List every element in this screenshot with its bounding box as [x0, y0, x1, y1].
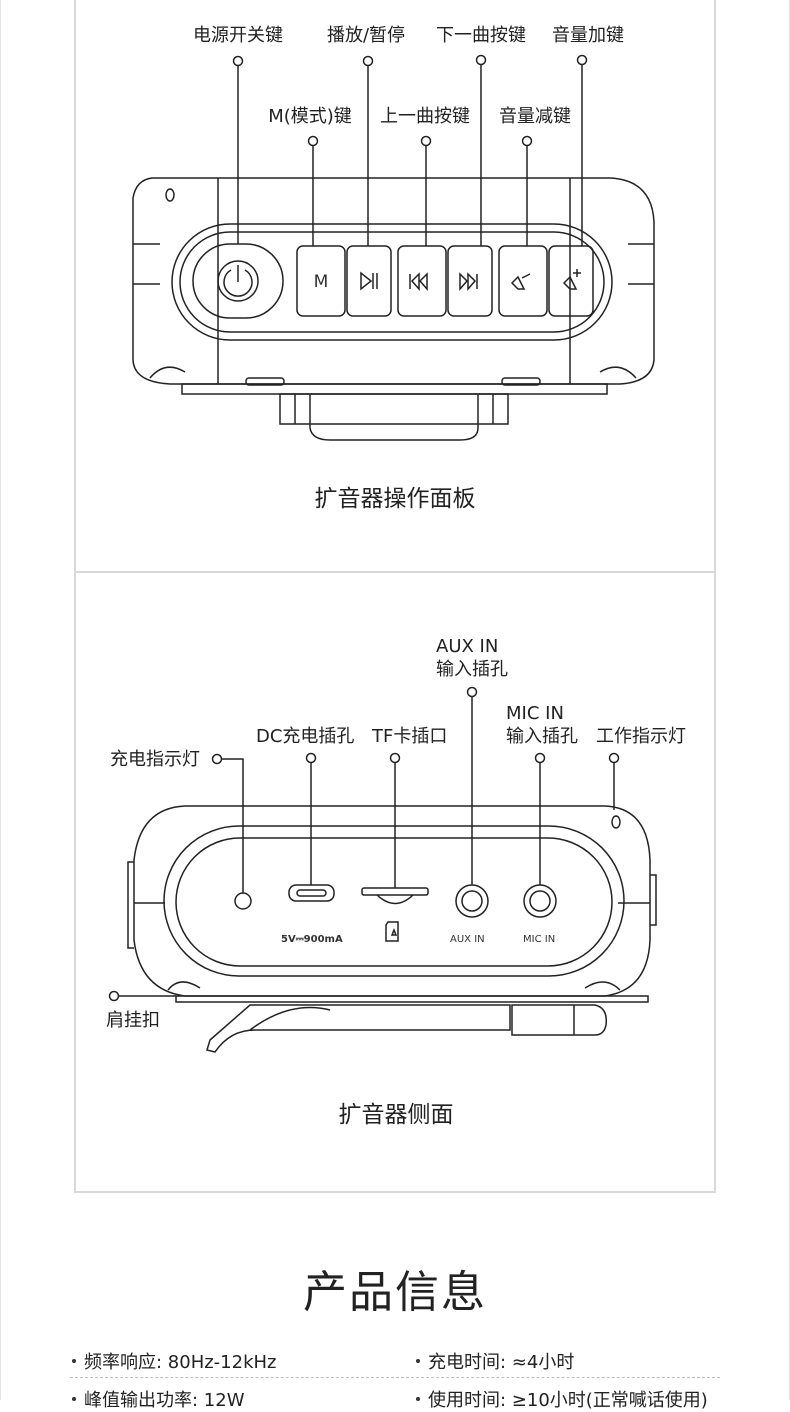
spec-text: 使用时间: ≥10小时(正常喊话使用) — [428, 1390, 708, 1411]
spec-peak-power: 峰值输出功率: 12W — [72, 1386, 245, 1412]
label-mic-in-jack: 输入插孔 — [506, 726, 578, 747]
label-mode-key: M(模式)键 — [268, 106, 352, 127]
bullet-dot — [416, 1397, 420, 1401]
spec-text: 充电时间: ≈4小时 — [428, 1352, 575, 1373]
spec-usage-time: 使用时间: ≥10小时(正常喊话使用) — [416, 1386, 708, 1412]
spec-text: 频率响应: 80Hz-12kHz — [84, 1352, 277, 1373]
bullet-dot — [416, 1359, 420, 1363]
label-mic-in: MIC IN — [506, 703, 564, 724]
label-volume-down: 音量减键 — [499, 106, 571, 127]
label-aux-in-jack: 输入插孔 — [436, 659, 508, 680]
label-tf-slot: TF卡插口 — [371, 726, 447, 747]
spec-frequency-response: 频率响应: 80Hz-12kHz — [72, 1348, 276, 1374]
product-info-title: 产品信息 — [303, 1267, 487, 1318]
label-next-track: 下一曲按键 — [436, 25, 526, 46]
label-work-indicator: 工作指示灯 — [596, 726, 686, 747]
spec-charge-time: 充电时间: ≈4小时 — [416, 1348, 574, 1374]
label-shoulder-clip: 肩挂扣 — [106, 1010, 160, 1031]
side-view-caption: 扩音器侧面 — [339, 1102, 454, 1128]
side-view-diagram: 5V⎓900mA AUX IN MIC IN AUX IN 输入插孔 MIC I… — [106, 636, 686, 1128]
label-play-pause: 播放/暂停 — [327, 25, 405, 46]
dc-port-rating: 5V⎓900mA — [281, 934, 343, 945]
label-volume-up: 音量加键 — [552, 25, 624, 46]
operation-panel-caption: 扩音器操作面板 — [315, 486, 476, 512]
bullet-dot — [72, 1359, 76, 1363]
side-view-card — [74, 573, 716, 1193]
label-aux-in: AUX IN — [436, 636, 498, 657]
bullet-dot — [72, 1397, 76, 1401]
dashed-divider — [70, 1377, 720, 1378]
operation-panel-card — [74, 0, 716, 573]
label-power-key: 电源开关键 — [193, 25, 283, 46]
label-prev-track: 上一曲按键 — [380, 106, 470, 127]
mode-button-glyph: M — [314, 272, 329, 292]
mic-port-marking: MIC IN — [523, 934, 555, 945]
operation-panel-diagram: M 电源开关键 播放/暂停 下一曲按键 音量加键 M(模式)键 上一曲按键 音量… — [132, 25, 655, 512]
label-dc-charge-jack: DC充电插孔 — [256, 726, 354, 747]
aux-port-marking: AUX IN — [450, 934, 485, 945]
label-charge-indicator: 充电指示灯 — [110, 749, 200, 770]
spec-text: 峰值输出功率: 12W — [84, 1390, 245, 1411]
